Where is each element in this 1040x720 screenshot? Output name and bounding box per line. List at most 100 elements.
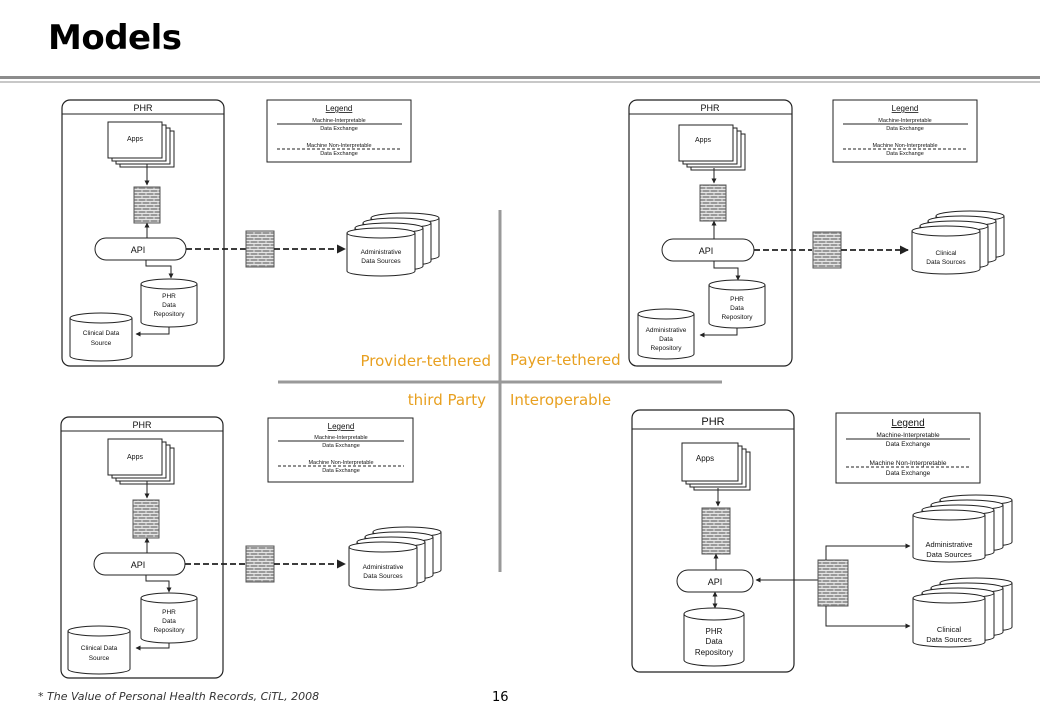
svg-text:Data: Data bbox=[659, 336, 673, 343]
phr-title: PHR bbox=[701, 416, 724, 428]
clinical-data-sources: Clinical Data Sources bbox=[912, 577, 1013, 648]
svg-text:Data Exchange: Data Exchange bbox=[320, 126, 358, 132]
legend-box: Legend Machine-Interpretable Data Exchan… bbox=[835, 412, 981, 484]
svg-text:Clinical Data: Clinical Data bbox=[83, 330, 120, 337]
svg-text:Machine Non-Interpretable: Machine Non-Interpretable bbox=[308, 460, 373, 466]
legend-title: Legend bbox=[892, 104, 919, 113]
phr-data-repository: PHR Data Repository bbox=[140, 592, 198, 644]
apps-label: Apps bbox=[127, 136, 143, 143]
svg-text:Clinical Data: Clinical Data bbox=[81, 645, 118, 652]
apps-stack: Apps bbox=[107, 438, 175, 485]
svg-text:Data: Data bbox=[730, 305, 744, 312]
svg-text:PHR: PHR bbox=[706, 627, 723, 636]
firewall-icon bbox=[245, 545, 275, 583]
svg-text:Administrative: Administrative bbox=[361, 249, 402, 256]
legend-box: Legend Machine-Interpretable Data Exchan… bbox=[267, 417, 414, 483]
quadrant-label-payer-tethered: Payer-tethered bbox=[510, 351, 621, 369]
svg-text:Machine Non-Interpretable: Machine Non-Interpretable bbox=[870, 460, 947, 467]
svg-text:PHR: PHR bbox=[162, 293, 176, 300]
apps-label: Apps bbox=[696, 454, 714, 463]
svg-text:Repository: Repository bbox=[153, 311, 185, 318]
svg-text:Source: Source bbox=[91, 340, 112, 347]
administrative-data-sources: Administrative Data Sources bbox=[348, 526, 442, 591]
clinical-data-source: Clinical Data Source bbox=[67, 625, 131, 675]
firewall-icon bbox=[699, 184, 727, 222]
administrative-data-sources: Administrative Data Sources bbox=[912, 494, 1013, 563]
svg-text:Data Exchange: Data Exchange bbox=[886, 470, 931, 477]
svg-text:Source: Source bbox=[89, 655, 110, 662]
title-rule-light bbox=[0, 81, 1040, 83]
svg-text:Repository: Repository bbox=[721, 314, 753, 321]
firewall-icon bbox=[133, 186, 161, 224]
svg-text:Clinical: Clinical bbox=[937, 625, 962, 634]
firewall-icon bbox=[812, 231, 842, 269]
svg-text:Data: Data bbox=[162, 618, 176, 625]
svg-text:Data Sources: Data Sources bbox=[926, 259, 966, 266]
phr-data-repository: PHR Data Repository bbox=[140, 278, 198, 328]
phr-data-repository: PHR Data Repository bbox=[683, 607, 745, 667]
quadrant-label-interoperable: Interoperable bbox=[510, 391, 611, 409]
administrative-data-repository: Administrative Data Repository bbox=[637, 308, 695, 360]
phr-title: PHR bbox=[133, 103, 153, 113]
quadrant-label-provider-tethered: Provider-tethered bbox=[360, 352, 491, 370]
firewall-icon bbox=[817, 559, 849, 607]
svg-text:Data Exchange: Data Exchange bbox=[320, 151, 358, 157]
api-label: API bbox=[708, 577, 723, 587]
svg-text:Data Sources: Data Sources bbox=[926, 550, 972, 559]
clinical-data-sources: Clinical Data Sources bbox=[911, 210, 1005, 275]
title-rule-dark bbox=[0, 76, 1040, 79]
svg-text:Machine-Interpretable: Machine-Interpretable bbox=[314, 435, 368, 441]
svg-text:Data: Data bbox=[162, 302, 176, 309]
firewall-icon bbox=[132, 499, 160, 539]
svg-text:Data Sources: Data Sources bbox=[926, 635, 972, 644]
svg-text:PHR: PHR bbox=[162, 609, 176, 616]
administrative-data-sources: Administrative Data Sources bbox=[346, 212, 440, 277]
model-payer-tethered: PHR Apps API PHR Data Repository bbox=[628, 99, 1005, 367]
svg-text:Data: Data bbox=[706, 637, 723, 646]
svg-text:Repository: Repository bbox=[650, 345, 682, 352]
svg-text:Administrative: Administrative bbox=[646, 327, 687, 334]
svg-text:Data Sources: Data Sources bbox=[361, 258, 401, 265]
svg-text:Data Exchange: Data Exchange bbox=[886, 126, 924, 132]
svg-text:Data Exchange: Data Exchange bbox=[886, 441, 931, 448]
footnote: * The Value of Personal Health Records, … bbox=[38, 690, 320, 703]
api-label: API bbox=[131, 560, 146, 570]
svg-text:Data Sources: Data Sources bbox=[363, 573, 403, 580]
model-third-party: PHR Apps API PHR Data Repository bbox=[60, 416, 442, 679]
model-interoperable: PHR Apps API PHR Data Repository bbox=[631, 409, 1013, 673]
quadrant-label-third-party: third Party bbox=[408, 391, 486, 409]
legend-title: Legend bbox=[328, 422, 355, 431]
firewall-icon bbox=[701, 507, 731, 555]
svg-text:Clinical: Clinical bbox=[936, 250, 958, 257]
legend-box: Legend Machine-Interpretable Data Exchan… bbox=[832, 99, 978, 163]
phr-data-repository: PHR Data Repository bbox=[708, 279, 766, 329]
apps-stack: Apps bbox=[681, 442, 751, 491]
model-provider-tethered: PHR Apps API PHR Data Repository bbox=[61, 99, 440, 367]
legend-title: Legend bbox=[326, 104, 353, 113]
phr-title: PHR bbox=[700, 103, 720, 113]
svg-text:Repository: Repository bbox=[153, 627, 185, 634]
firewall-icon bbox=[245, 230, 275, 268]
svg-text:Administrative: Administrative bbox=[925, 540, 972, 549]
slide-title: Models bbox=[48, 18, 182, 58]
svg-text:Machine Non-Interpretable: Machine Non-Interpretable bbox=[306, 143, 371, 149]
page-number: 16 bbox=[492, 690, 509, 705]
svg-text:Data Exchange: Data Exchange bbox=[886, 151, 924, 157]
apps-stack: Apps bbox=[678, 124, 746, 171]
svg-text:Administrative: Administrative bbox=[363, 564, 404, 571]
legend-box: Legend Machine-Interpretable Data Exchan… bbox=[266, 99, 412, 163]
apps-stack: Apps bbox=[107, 121, 175, 168]
apps-label: Apps bbox=[127, 454, 143, 461]
api-label: API bbox=[699, 246, 714, 256]
legend-title: Legend bbox=[891, 418, 924, 429]
clinical-data-source: Clinical Data Source bbox=[69, 312, 133, 362]
api-label: API bbox=[131, 245, 146, 255]
svg-text:Repository: Repository bbox=[695, 648, 733, 657]
svg-text:PHR: PHR bbox=[730, 296, 744, 303]
svg-text:Machine-Interpretable: Machine-Interpretable bbox=[878, 118, 932, 124]
svg-text:Data Exchange: Data Exchange bbox=[322, 443, 360, 449]
phr-title: PHR bbox=[132, 420, 152, 430]
apps-label: Apps bbox=[695, 137, 711, 144]
svg-text:Data Exchange: Data Exchange bbox=[322, 468, 360, 474]
